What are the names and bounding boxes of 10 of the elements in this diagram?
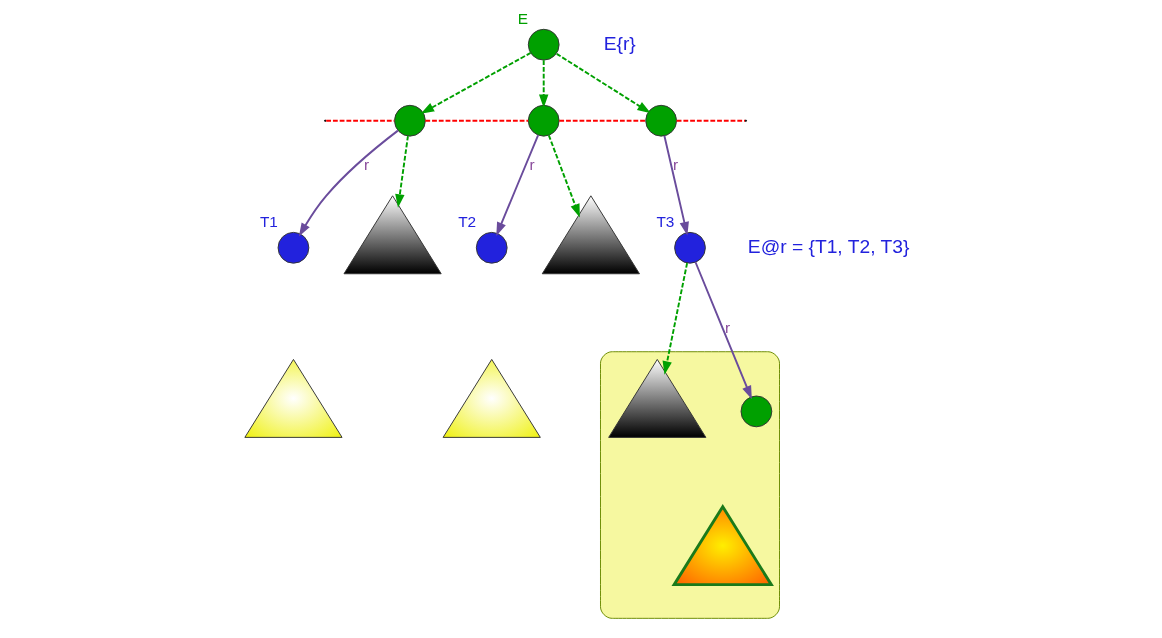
edge-label: r xyxy=(724,319,731,337)
edge-label: r xyxy=(529,155,535,173)
node-label: T2 xyxy=(458,213,477,231)
node-label: T1 xyxy=(259,213,278,231)
edge-label: r xyxy=(364,155,370,173)
label: E{r} xyxy=(603,32,636,54)
node-label: E xyxy=(517,10,529,28)
node-label: T3 xyxy=(656,213,675,231)
edge-label: r xyxy=(673,155,679,173)
label: E@r = {T1, T2, T3} xyxy=(747,235,910,257)
